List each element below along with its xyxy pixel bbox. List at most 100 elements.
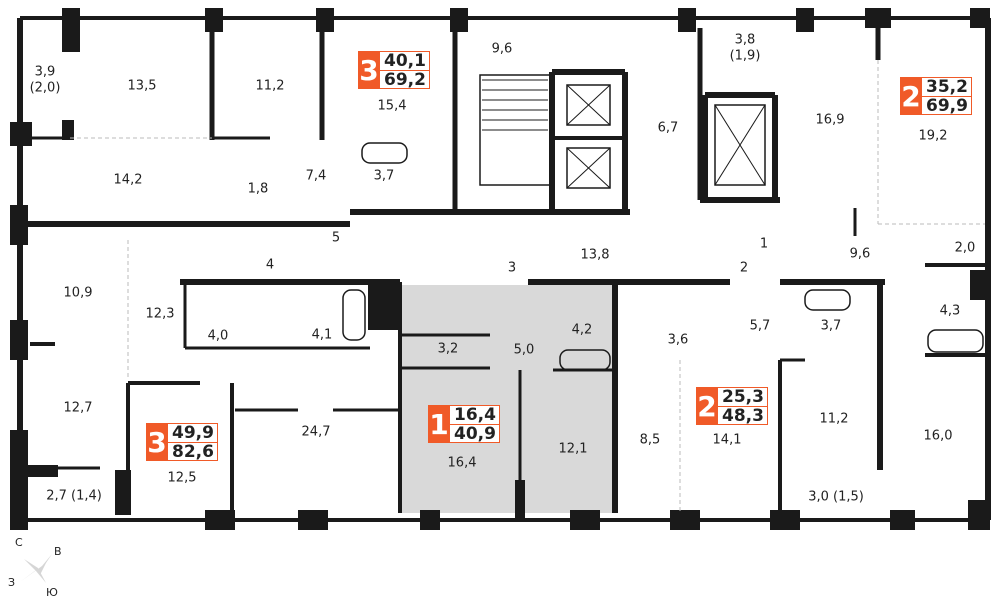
entrance-number: 2	[739, 260, 749, 276]
room-area: 1,8	[247, 181, 269, 197]
room-area: 3,8	[734, 32, 756, 48]
column	[10, 122, 32, 146]
room-area: 16,4	[447, 455, 477, 471]
elevator-shaft	[566, 84, 611, 126]
bathtub	[361, 142, 408, 164]
room-area: 4,0	[207, 328, 229, 344]
total-area: 82,6	[172, 442, 214, 462]
total-area: 48,3	[722, 406, 764, 426]
room-area: 2,0	[954, 240, 976, 256]
room-area: 11,2	[819, 411, 849, 427]
corridor-area: 13,8	[580, 247, 610, 263]
living-area: 25,3	[718, 388, 767, 407]
room-area: 12,7	[63, 400, 93, 416]
column	[450, 8, 468, 32]
column	[298, 510, 328, 530]
living-area: 35,2	[922, 78, 971, 97]
total-area: 40,9	[454, 424, 496, 444]
room-area: 6,7	[657, 120, 679, 136]
room-area: 3,2	[437, 341, 459, 357]
balcony-area: 3,0 (1,5)	[808, 489, 864, 505]
room-area: 8,5	[639, 432, 661, 448]
entrance-number: 4	[265, 257, 275, 273]
column	[770, 510, 800, 530]
compass-star-icon	[20, 554, 52, 583]
room-area: 3,7	[373, 168, 395, 184]
room-area: 11,2	[255, 78, 285, 94]
column	[796, 8, 814, 32]
room-area: 5,0	[513, 342, 535, 358]
balcony-area: (2,0)	[29, 80, 61, 96]
entrance-number: 3	[507, 260, 517, 276]
room-area: 10,9	[63, 285, 93, 301]
room-area: 4,3	[939, 303, 961, 319]
room-area: 3,6	[667, 332, 689, 348]
column	[515, 480, 525, 520]
entrance-number: 1	[759, 236, 769, 252]
elevator-shaft	[566, 147, 611, 189]
column	[205, 510, 235, 530]
column	[115, 470, 131, 515]
room-area: 4,1	[311, 327, 333, 343]
bathtub	[927, 329, 984, 353]
living-area: 40,1	[380, 52, 429, 71]
room-count: 3	[146, 423, 168, 461]
column	[10, 205, 28, 245]
room-area: 3,9	[34, 64, 56, 80]
room-area: 24,7	[301, 424, 331, 440]
room-area: 5,7	[749, 318, 771, 334]
column	[970, 8, 990, 28]
room-area: 12,5	[167, 470, 197, 486]
walls	[17, 16, 991, 522]
room-area: 7,4	[305, 168, 327, 184]
room-area: 4,2	[571, 322, 593, 338]
total-area: 69,2	[384, 70, 426, 90]
compass-west: З	[8, 576, 16, 589]
column	[570, 510, 600, 530]
column	[62, 120, 74, 140]
partitions	[70, 60, 985, 513]
room-area: 13,5	[127, 78, 157, 94]
column	[316, 8, 334, 32]
staircase	[479, 74, 551, 186]
elevator-shaft	[714, 104, 766, 186]
bathtub	[559, 349, 611, 371]
room-area: 14,2	[113, 172, 143, 188]
column	[205, 8, 223, 32]
column	[678, 8, 696, 32]
room-area: 9,6	[849, 246, 871, 262]
column	[62, 8, 80, 52]
highlighted-apartment	[400, 285, 615, 513]
column	[970, 270, 990, 300]
room-area: 16,0	[923, 428, 953, 444]
room-area: 15,4	[377, 98, 407, 114]
column	[28, 465, 58, 477]
column	[865, 8, 891, 28]
room-area: 19,2	[918, 128, 948, 144]
room-count: 1	[428, 405, 450, 443]
room-area: 3,7	[820, 318, 842, 334]
compass-north: С	[15, 536, 23, 549]
column	[10, 430, 28, 530]
bathtub	[804, 289, 851, 311]
total-area: 69,9	[926, 96, 968, 116]
column	[10, 320, 28, 360]
columns	[10, 8, 990, 530]
column	[368, 282, 398, 330]
room-area: 12,3	[145, 306, 175, 322]
entrance-number: 5	[331, 230, 341, 246]
room-area: 14,1	[712, 432, 742, 448]
room-area: 16,9	[815, 112, 845, 128]
compass-south: Ю	[46, 586, 58, 599]
